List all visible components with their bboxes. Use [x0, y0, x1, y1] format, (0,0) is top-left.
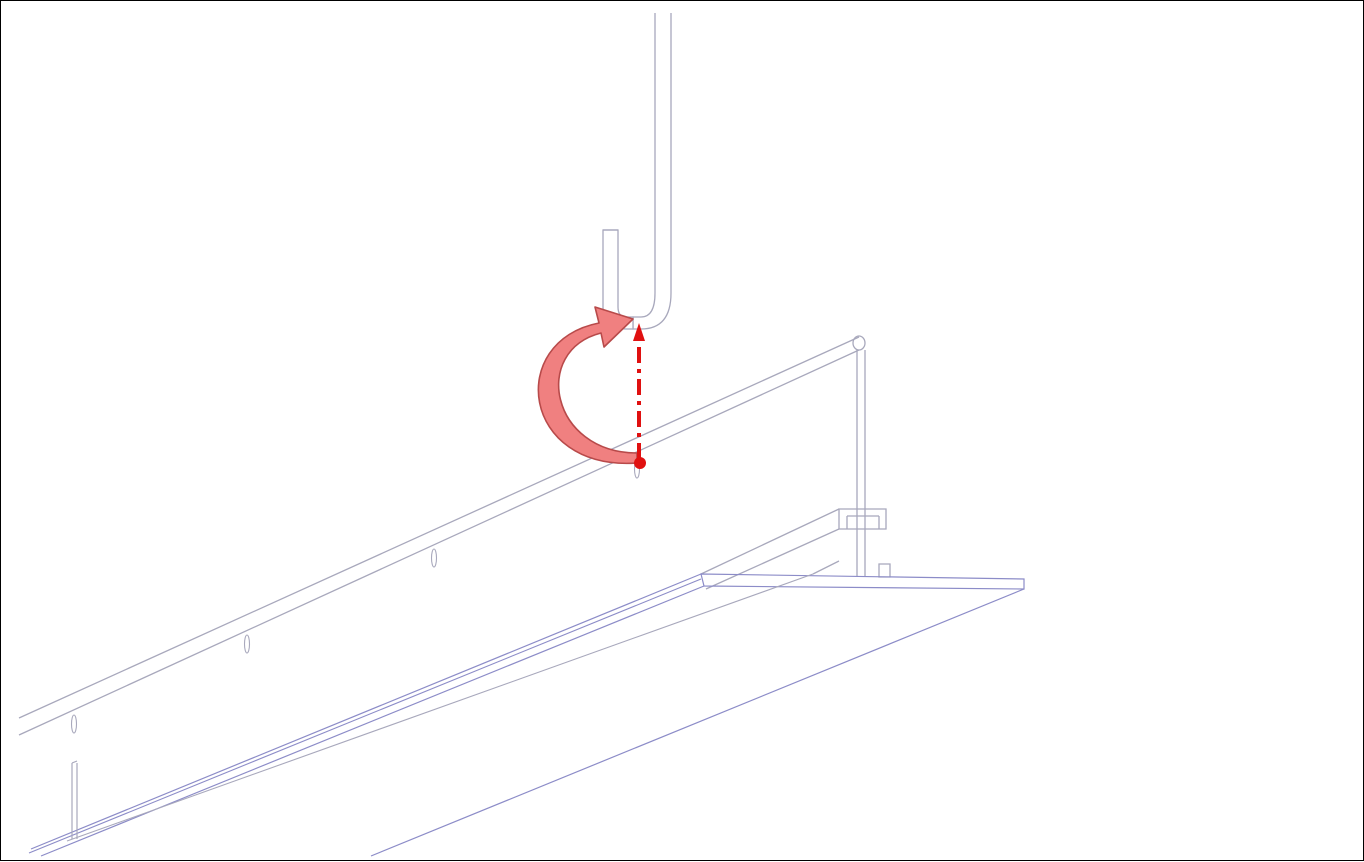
housing-end-slot — [71, 760, 78, 839]
rotate-arrow — [537, 306, 638, 464]
mounting-hole — [430, 548, 438, 568]
housing-flange — [30, 573, 1025, 857]
mounting-holes — [70, 459, 641, 734]
mounting-hole — [70, 714, 78, 734]
housing-channel — [28, 573, 814, 854]
linear-fixture-housing — [18, 335, 1025, 857]
rail-support-post — [856, 350, 866, 576]
mounting-hole — [243, 634, 251, 654]
suspension-rail — [18, 335, 866, 736]
post-bracket — [700, 508, 891, 590]
lift-arrow — [633, 323, 646, 469]
j-hook — [602, 13, 672, 330]
